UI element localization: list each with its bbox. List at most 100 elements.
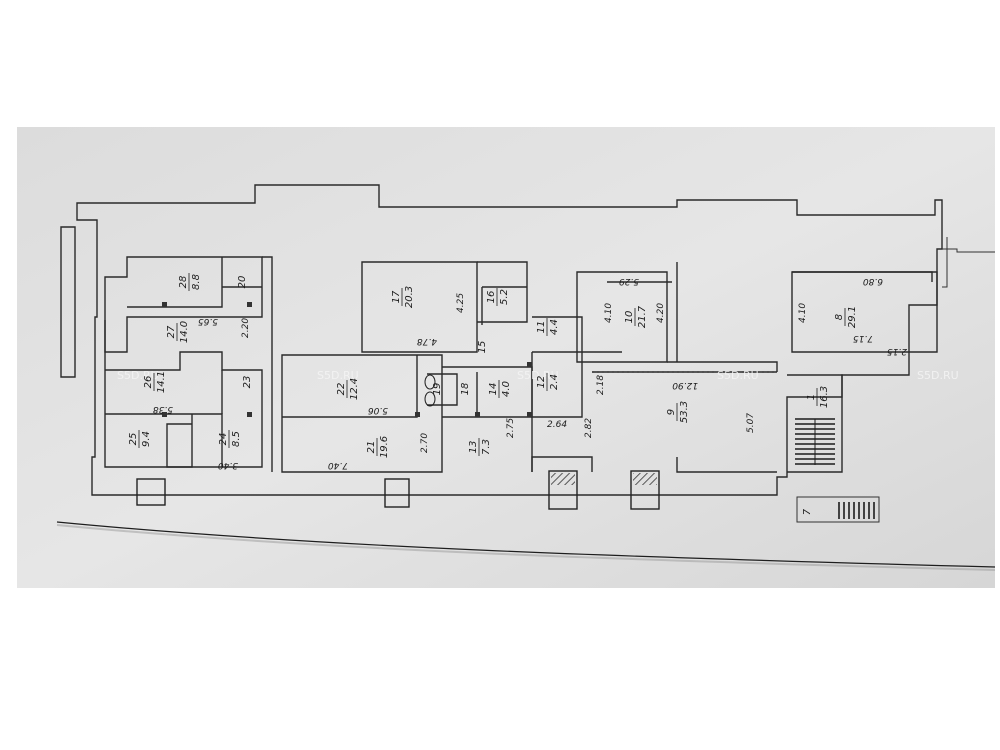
room-area: 7.3 bbox=[481, 439, 492, 455]
room-1-label: 1 16.3 bbox=[806, 386, 830, 408]
room-16-label: 16 5.2 bbox=[486, 288, 510, 306]
dimension-label: 2.75 bbox=[506, 418, 516, 438]
dimension-label: 5.29 bbox=[619, 276, 639, 286]
columns bbox=[162, 302, 532, 417]
room-area: 29.1 bbox=[847, 306, 858, 328]
staircase-7 bbox=[838, 502, 875, 519]
room-number: 26 bbox=[143, 376, 154, 389]
room-number: 9 bbox=[666, 409, 677, 415]
dimension-label: 7.15 bbox=[853, 333, 873, 343]
room-area: 21.7 bbox=[637, 305, 648, 328]
dimension-label: 4.10 bbox=[798, 303, 808, 323]
room-25-label: 25 9.4 bbox=[128, 430, 152, 448]
room-22-label: 22 12.4 bbox=[336, 378, 360, 400]
room-area: 14.0 bbox=[179, 321, 190, 343]
window-wells bbox=[136, 470, 660, 510]
toilet-fixtures bbox=[424, 374, 436, 407]
floor-plan: S5D.RU S5D.RU S5D.RU S5D.RU S5D.RU 1 16.… bbox=[17, 127, 995, 588]
dimension-labels: 6.80 4.10 7.15 2.15 12.90 5.07 4.10 4.20… bbox=[153, 276, 907, 470]
room-9-label: 9 53.3 bbox=[666, 401, 690, 423]
room-number: 16 bbox=[486, 291, 497, 304]
room-area: 9.4 bbox=[141, 431, 152, 447]
svg-text:S5D.RU: S5D.RU bbox=[917, 369, 959, 382]
dimension-label: 2.20 bbox=[241, 318, 251, 338]
room-24-label: 24 8.5 bbox=[218, 430, 242, 448]
room-number: 20 bbox=[237, 276, 248, 289]
room-area: 14.1 bbox=[156, 371, 167, 393]
room-28-label: 28 8.8 bbox=[178, 273, 202, 291]
room-17-label: 17 20.3 bbox=[391, 286, 415, 308]
room-area: 12.4 bbox=[349, 378, 360, 400]
dimension-label: 3.40 bbox=[218, 460, 238, 470]
room-number: 11 bbox=[536, 321, 547, 334]
room-14-label: 14 4.0 bbox=[488, 380, 512, 398]
room-12-label: 12 2.4 bbox=[536, 373, 560, 391]
room-area: 19.6 bbox=[379, 436, 390, 458]
right-boundary bbox=[942, 248, 995, 253]
dimension-label: 4.10 bbox=[604, 303, 614, 323]
svg-text:S5D.RU: S5D.RU bbox=[317, 369, 359, 382]
room-27-label: 27 14.0 bbox=[166, 321, 190, 343]
dimension-label: 5.06 bbox=[368, 405, 388, 415]
room-number: 28 bbox=[178, 276, 189, 289]
dimension-label: 5.65 bbox=[198, 316, 218, 326]
room-number: 13 bbox=[468, 441, 479, 454]
svg-text:S5D.RU: S5D.RU bbox=[717, 369, 759, 382]
room-labels: 1 16.3 7 8 29.1 9 53.3 10 21.7 11 4.4 bbox=[128, 273, 858, 515]
room-number: 19 bbox=[432, 383, 443, 396]
room-number: 12 bbox=[536, 376, 547, 389]
room-number: 24 bbox=[218, 433, 229, 446]
interior-walls bbox=[104, 256, 938, 523]
room-26-label: 26 14.1 bbox=[143, 371, 167, 393]
room-area: 4.4 bbox=[549, 319, 560, 335]
room-number: 23 bbox=[242, 376, 253, 389]
room-area: 8.5 bbox=[231, 431, 242, 447]
dimension-label: 4.78 bbox=[417, 336, 437, 346]
room-area: 8.8 bbox=[191, 274, 202, 290]
dimension-label: 7.40 bbox=[328, 460, 348, 470]
room-number: 25 bbox=[128, 433, 139, 446]
room-area: 16.3 bbox=[819, 386, 830, 408]
svg-text:S5D.RU: S5D.RU bbox=[117, 369, 159, 382]
room-number: 8 bbox=[834, 314, 845, 320]
room-15-label: 15 bbox=[477, 341, 488, 354]
dimension-label: 4.20 bbox=[656, 303, 666, 323]
dimension-label: 2.15 bbox=[887, 346, 907, 356]
dimension-label: 6.80 bbox=[863, 276, 883, 286]
svg-text:S5D.RU: S5D.RU bbox=[517, 369, 559, 382]
room-20-label: 20 bbox=[237, 276, 248, 289]
room-7-label: 7 bbox=[802, 508, 813, 515]
room-area: 53.3 bbox=[679, 401, 690, 423]
room-number: 1 bbox=[806, 394, 817, 400]
room-number: 14 bbox=[488, 383, 499, 396]
dimension-label: 2.82 bbox=[584, 418, 594, 438]
staircase-1 bbox=[795, 418, 875, 519]
room-number: 27 bbox=[166, 325, 177, 338]
dimension-label: 5.38 bbox=[153, 404, 173, 414]
room-23-label: 23 bbox=[242, 376, 253, 389]
room-11-label: 11 4.4 bbox=[536, 318, 560, 336]
room-10-label: 10 21.7 bbox=[624, 305, 648, 328]
room-8-label: 8 29.1 bbox=[834, 306, 858, 328]
room-number: 15 bbox=[477, 341, 488, 354]
dimension-label: 5.07 bbox=[746, 413, 756, 433]
dimension-label: 2.18 bbox=[596, 375, 606, 395]
paper-fold-line bbox=[56, 521, 995, 568]
room-number: 17 bbox=[391, 290, 402, 303]
plan-sheet: S5D.RU S5D.RU S5D.RU S5D.RU S5D.RU 1 16.… bbox=[17, 127, 995, 588]
room-19-label: 19 bbox=[432, 383, 443, 396]
room-number: 7 bbox=[802, 508, 813, 515]
left-chimney-block bbox=[60, 226, 76, 378]
room-area: 5.2 bbox=[499, 289, 510, 305]
room-number: 18 bbox=[460, 383, 471, 396]
room-area: 20.3 bbox=[404, 286, 415, 308]
watermarks: S5D.RU S5D.RU S5D.RU S5D.RU S5D.RU bbox=[117, 369, 959, 382]
room-number: 22 bbox=[336, 383, 347, 396]
room-18-label: 18 bbox=[460, 383, 471, 396]
room-area: 4.0 bbox=[501, 381, 512, 397]
dimension-label: 4.25 bbox=[456, 293, 466, 313]
room-number: 21 bbox=[366, 441, 377, 454]
dimension-label: 12.90 bbox=[672, 380, 698, 390]
dimension-label: 2.64 bbox=[547, 420, 567, 430]
room-21-label: 21 19.6 bbox=[366, 436, 390, 458]
